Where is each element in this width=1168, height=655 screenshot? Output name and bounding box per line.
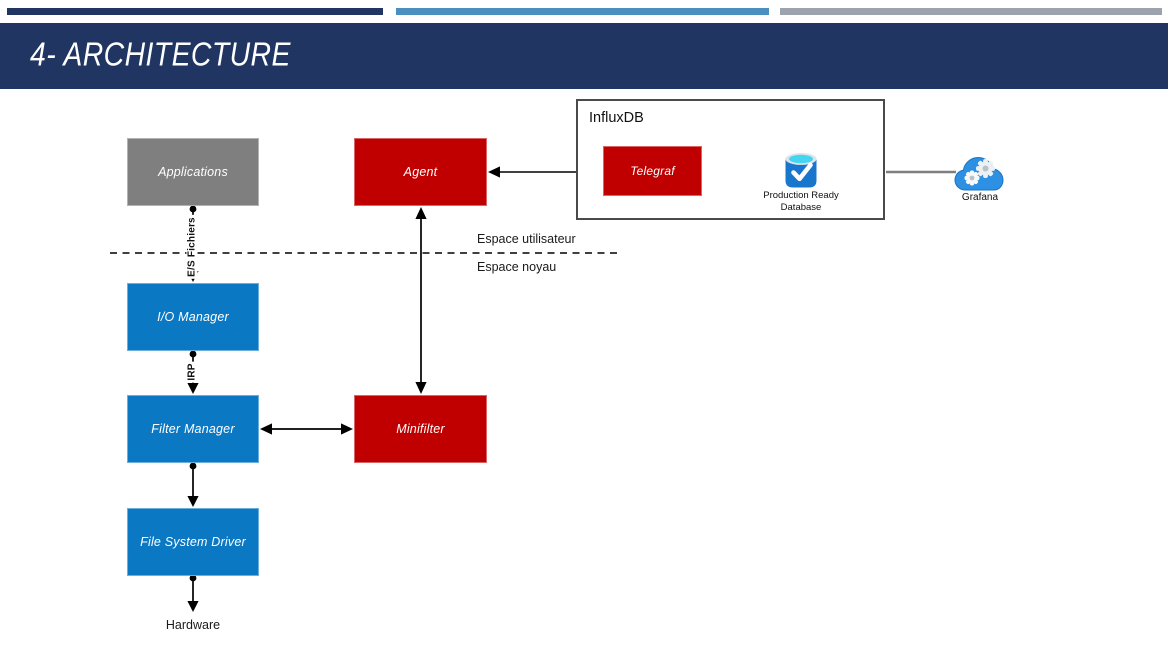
file-system-driver-box: File System Driver [127, 508, 259, 576]
filter-manager-label: Filter Manager [151, 422, 235, 436]
es-fichiers-edge-label: E/S Fichiers [186, 215, 198, 279]
telegraf-box: Telegraf [603, 146, 702, 196]
kernel-space-label: Espace noyau [477, 260, 557, 274]
grafana-cloud-icon [954, 156, 1004, 191]
connector-filter-manager-file-system-driver [187, 462, 199, 507]
slide-title-bar: 4- ARCHITECTURE [0, 23, 1168, 89]
database-caption: Production Ready Database [763, 190, 839, 213]
minifilter-label: Minifilter [396, 422, 445, 436]
gear-icon [964, 159, 995, 186]
io-manager-label: I/O Manager [157, 310, 229, 324]
irp-edge-label: IRP [186, 361, 198, 383]
accent-bar-navy [7, 8, 383, 15]
grafana-caption: Grafana [961, 192, 999, 203]
accent-bar-gray [780, 8, 1162, 15]
file-system-driver-label: File System Driver [140, 535, 246, 549]
applications-box: Applications [127, 138, 259, 206]
filter-manager-box: Filter Manager [127, 395, 259, 463]
connector-filter-manager-minifilter [260, 423, 353, 435]
connector-file-system-driver-hardware [187, 574, 199, 612]
influxdb-label: InfluxDB [589, 110, 644, 126]
slide-title: 4- ARCHITECTURE [30, 35, 291, 73]
agent-box: Agent [354, 138, 487, 206]
telegraf-label: Telegraf [630, 164, 675, 178]
connector-agent-minifilter [415, 207, 427, 394]
accent-bar-blue [396, 8, 769, 15]
database-icon [785, 153, 817, 188]
minifilter-box: Minifilter [354, 395, 487, 463]
user-space-label: Espace utilisateur [477, 232, 576, 246]
io-manager-box: I/O Manager [127, 283, 259, 351]
applications-label: Applications [158, 165, 228, 179]
agent-label: Agent [403, 165, 438, 179]
connector-influxdb-agent [488, 166, 576, 178]
hardware-label: Hardware [165, 618, 221, 632]
